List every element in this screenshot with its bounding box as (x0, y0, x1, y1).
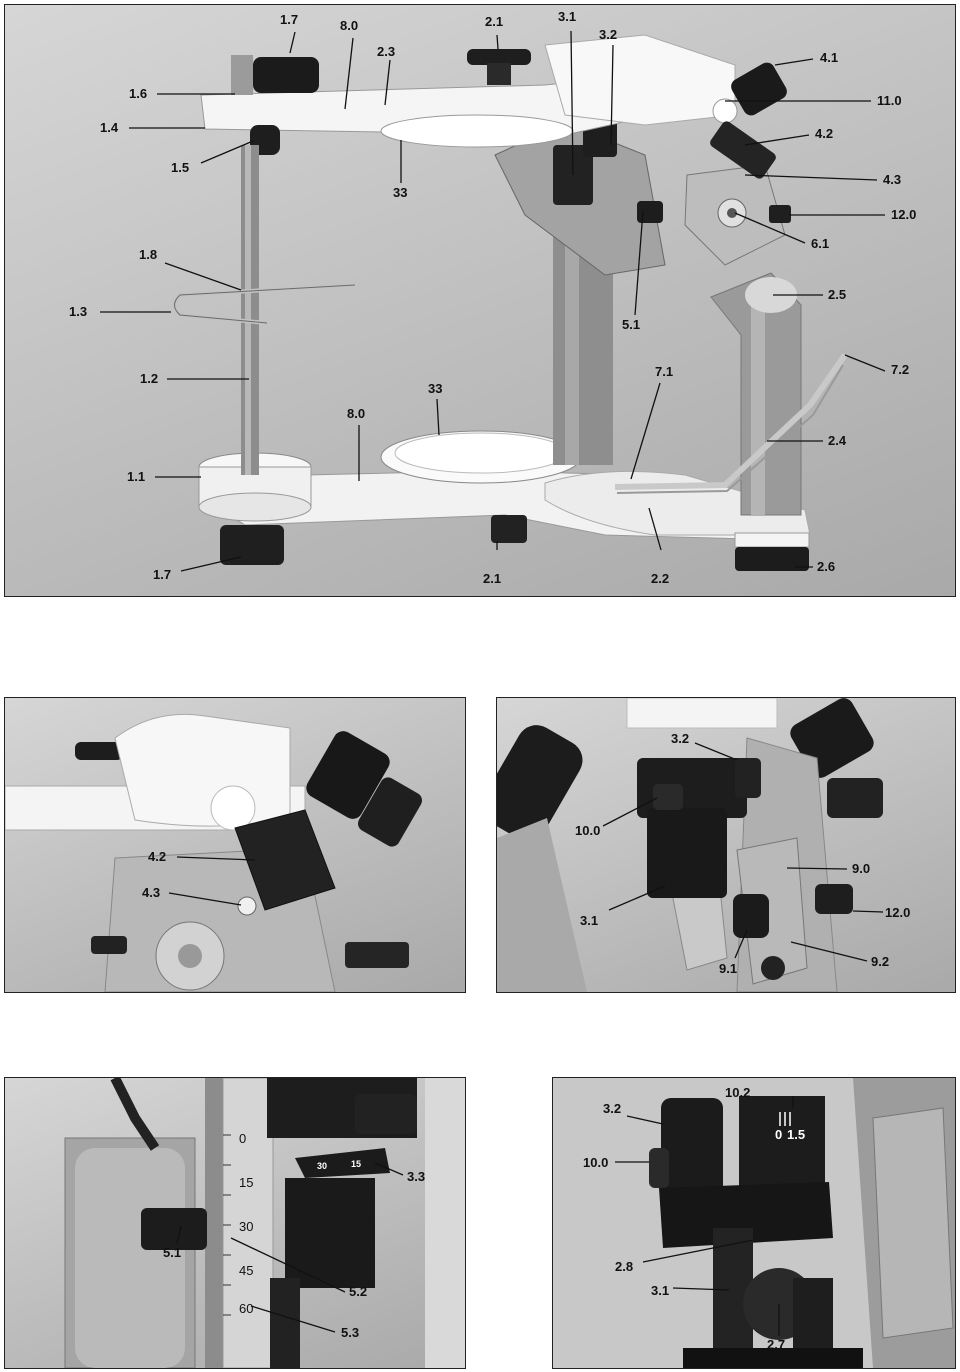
detail-illustration-bottom-right (553, 1078, 955, 1368)
label-6-1: 6.1 (811, 236, 830, 251)
label-2-7: 2.7 (767, 1337, 786, 1352)
detail-illustration-top-left (5, 713, 422, 992)
detail-photo-bottom-left: 0 15 30 45 60 30 15 3.3 5.1 5.2 5.3 (4, 1077, 466, 1369)
label-4-3: 4.3 (883, 172, 902, 187)
detail-photo-bottom-right: 10.2 0 1.5 3.2 10.0 2.8 3.1 2.7 (552, 1077, 956, 1369)
detail-photo-top-right: 3.2 10.0 9.0 3.1 12.0 9.2 9.1 (496, 697, 956, 993)
label-8-0-bottom: 8.0 (347, 406, 366, 421)
label-3-3: 3.3 (407, 1169, 426, 1184)
label-1-8: 1.8 (139, 247, 158, 262)
scale-15: 15 (239, 1175, 254, 1190)
label-4-2: 4.2 (815, 126, 834, 141)
label-1-7-bottom: 1.7 (153, 567, 172, 582)
label-3-1: 3.1 (558, 9, 577, 24)
label-5-2: 5.2 (349, 1284, 368, 1299)
small-scale-15: 15 (351, 1159, 362, 1169)
label-33-bottom: 33 (428, 381, 443, 396)
label-3-1: 3.1 (580, 913, 599, 928)
scale-1-5: 1.5 (787, 1127, 806, 1142)
label-3-2: 3.2 (599, 27, 618, 42)
label-2-6: 2.6 (817, 559, 836, 574)
incisal-scale-ticks (779, 1112, 791, 1126)
label-2-2: 2.2 (651, 571, 670, 586)
label-5-3: 5.3 (341, 1325, 360, 1340)
label-3-2: 3.2 (671, 731, 690, 746)
label-7-2: 7.2 (891, 362, 910, 377)
detail-photo-top-left: 4.2 4.3 (4, 697, 466, 993)
label-2-3: 2.3 (377, 44, 396, 59)
scale-0: 0 (239, 1131, 247, 1146)
label-10-0: 10.0 (575, 823, 601, 838)
scale-60: 60 (239, 1301, 254, 1316)
label-9-0: 9.0 (852, 861, 871, 876)
label-1-5: 1.5 (171, 160, 190, 175)
label-12-0: 12.0 (885, 905, 911, 920)
label-8-0-top: 8.0 (340, 18, 359, 33)
label-1-1: 1.1 (127, 469, 146, 484)
label-4-3: 4.3 (142, 885, 161, 900)
label-10-2: 10.2 (725, 1085, 751, 1100)
label-1-4: 1.4 (100, 120, 119, 135)
angle-scale-ticks (223, 1134, 231, 1316)
articulator-main-photo: 1.7 8.0 2.3 2.1 3.1 3.2 4.1 1.6 11.0 1.4… (4, 4, 956, 597)
label-10-0: 10.0 (583, 1155, 609, 1170)
small-scale-30: 30 (317, 1161, 328, 1171)
scale-30: 30 (239, 1219, 254, 1234)
label-3-2: 3.2 (603, 1101, 622, 1116)
label-33-top: 33 (393, 185, 408, 200)
label-1-2: 1.2 (140, 371, 159, 386)
label-1-7-top: 1.7 (280, 12, 299, 27)
label-5-1: 5.1 (622, 317, 641, 332)
label-9-1: 9.1 (719, 961, 738, 976)
label-12-0: 12.0 (891, 207, 917, 222)
detail-illustration-top-right (497, 698, 884, 992)
label-2-8: 2.8 (615, 1259, 634, 1274)
scale-0: 0 (775, 1127, 783, 1142)
scale-45: 45 (239, 1263, 254, 1278)
label-9-2: 9.2 (871, 954, 890, 969)
label-2-1-top: 2.1 (485, 14, 504, 29)
label-7-1: 7.1 (655, 364, 674, 379)
label-11-0: 11.0 (877, 93, 902, 108)
label-4-2: 4.2 (148, 849, 167, 864)
label-2-5: 2.5 (828, 287, 847, 302)
label-2-1-bottom: 2.1 (483, 571, 502, 586)
label-4-1: 4.1 (820, 50, 839, 65)
label-1-3: 1.3 (69, 304, 88, 319)
label-2-4: 2.4 (828, 433, 847, 448)
articulator-illustration (100, 30, 886, 572)
label-3-1: 3.1 (651, 1283, 670, 1298)
label-1-6: 1.6 (129, 86, 148, 101)
detail-illustration-bottom-left (64, 1078, 465, 1368)
label-5-1: 5.1 (163, 1245, 182, 1260)
